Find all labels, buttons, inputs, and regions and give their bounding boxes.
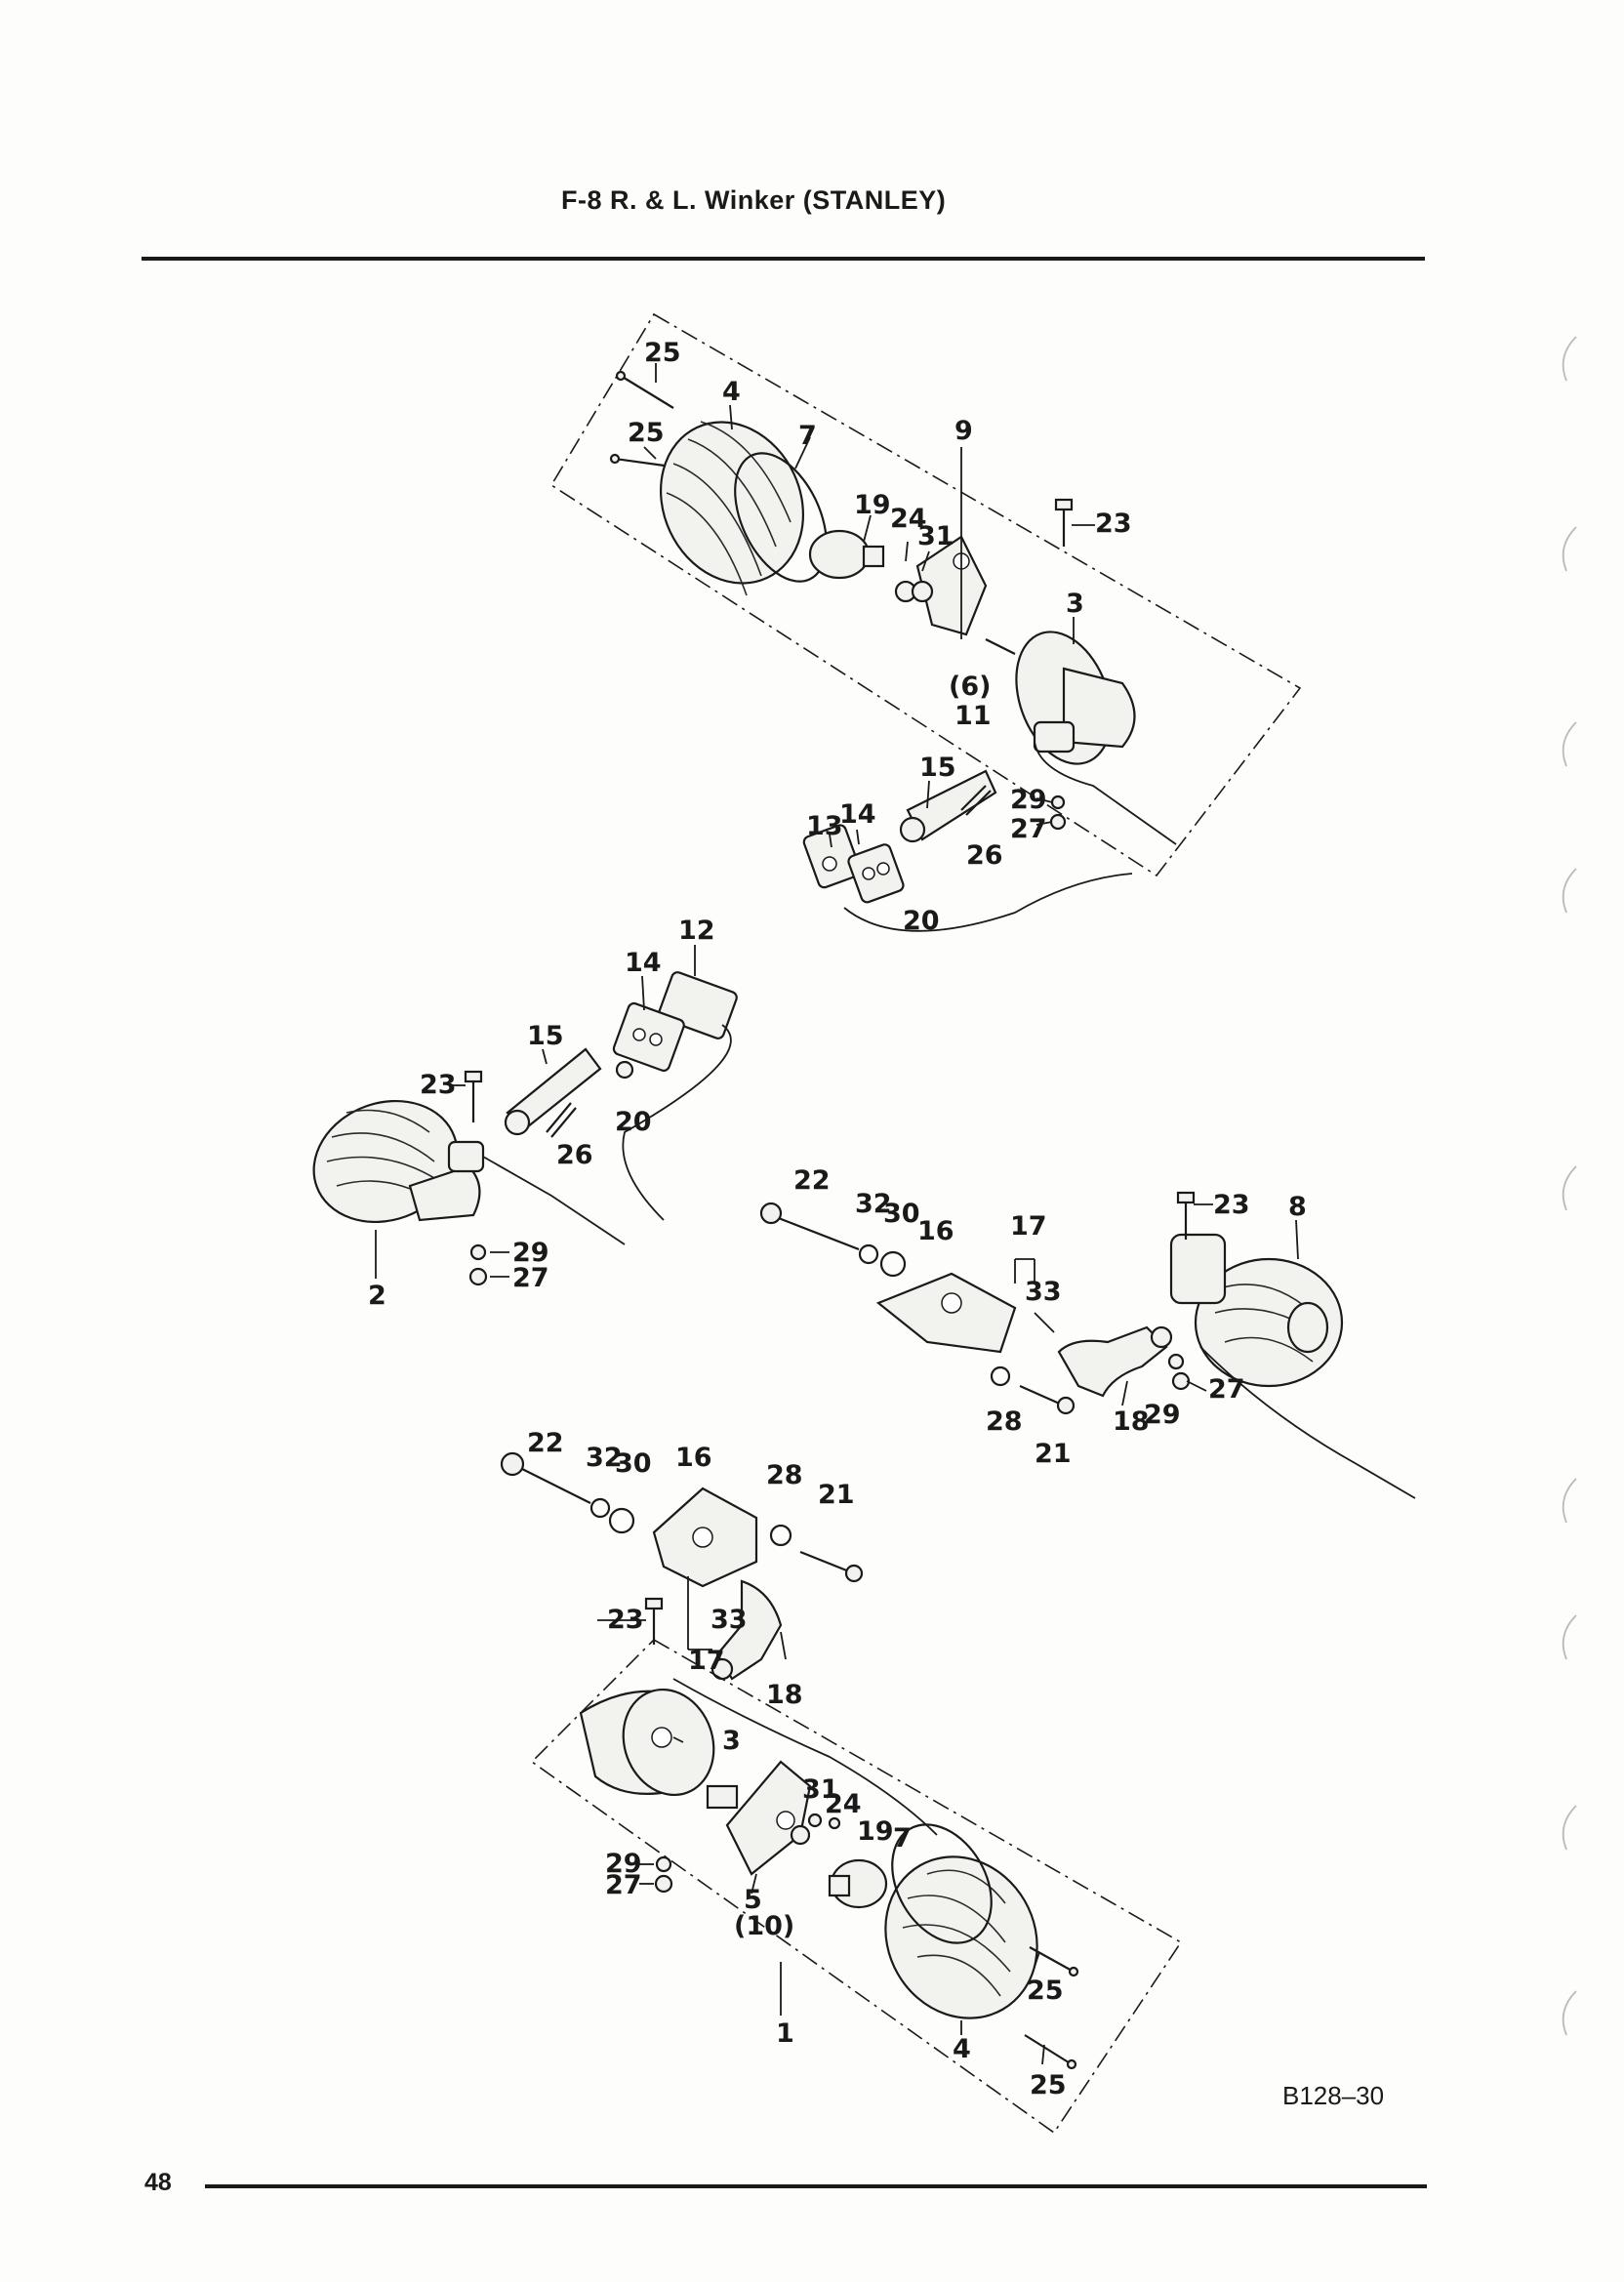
callout-label: 29 <box>605 1849 642 1879</box>
callout-label: 23 <box>1213 1190 1250 1220</box>
callout-label: 14 <box>839 799 876 830</box>
callout-label: 25 <box>1027 1976 1064 2006</box>
callout-label: 18 <box>1113 1406 1150 1437</box>
callout-label: 12 <box>678 916 715 946</box>
top-winker-assembly: 25 4 25 7 9 19 24 31 23 3 (6) 11 <box>549 312 1302 877</box>
callout-label: 7 <box>798 421 817 451</box>
callout-label: 28 <box>766 1460 803 1490</box>
bottom-winker-assembly: 3 31 24 19 7 29 27 5 (10) 25 1 4 25 <box>530 1639 1183 2135</box>
callout-label: 14 <box>625 948 662 978</box>
callout-label: 33 <box>1025 1277 1062 1307</box>
callout-label: 21 <box>818 1480 855 1510</box>
callout-label: 29 <box>1010 785 1047 815</box>
callout-label: 23 <box>607 1605 644 1635</box>
binder-holes <box>1562 336 1577 2036</box>
center-mount-assembly: 22 32 30 16 28 21 23 33 17 18 <box>500 1428 864 1710</box>
callout-label: 17 <box>688 1646 725 1676</box>
callout-label: 24 <box>890 504 927 534</box>
callout-label: 4 <box>722 377 741 407</box>
top-mount-bracket: 15 13 14 29 27 26 20 <box>802 753 1133 936</box>
page-number: 48 <box>144 2169 172 2196</box>
drawing-code: B128–30 <box>1282 2081 1385 2110</box>
callout-label: 25 <box>1030 2070 1067 2100</box>
callout-label: 19 <box>854 490 891 520</box>
callout-label: 11 <box>954 701 992 731</box>
callout-label: 9 <box>954 416 973 446</box>
callout-label: 8 <box>1288 1192 1307 1222</box>
callout-label: 29 <box>1144 1400 1181 1430</box>
callout-label: 31 <box>802 1774 839 1805</box>
callout-label: 26 <box>966 840 1003 871</box>
callout-label: 17 <box>1010 1211 1047 1242</box>
callout-label: 30 <box>615 1448 652 1479</box>
callout-label: 4 <box>953 2034 971 2064</box>
callout-label: 22 <box>793 1165 831 1196</box>
callout-label: 27 <box>1208 1374 1245 1405</box>
callout-label: 33 <box>710 1605 748 1635</box>
left-winker-assembly: 12 14 15 23 20 26 2 29 27 <box>312 916 738 1311</box>
header-rule <box>142 257 1425 261</box>
callout-label: 27 <box>605 1870 642 1900</box>
page-title: F-8 R. & L. Winker (STANLEY) <box>561 185 947 215</box>
callout-label: 3 <box>1066 589 1084 619</box>
callout-label: 16 <box>675 1443 712 1473</box>
footer-rule <box>205 2184 1427 2188</box>
callout-label: 21 <box>1035 1439 1072 1469</box>
callout-label: 3 <box>722 1726 741 1756</box>
callout-label: 29 <box>512 1238 549 1268</box>
callout-label: 28 <box>986 1406 1023 1437</box>
callout-label: 32 <box>586 1443 623 1473</box>
callout-label: 16 <box>917 1216 954 1246</box>
callout-label: (6) <box>949 672 991 702</box>
callout-label: 7 <box>893 1823 912 1854</box>
callout-label: 25 <box>644 338 681 368</box>
callout-label: 27 <box>1010 814 1047 844</box>
callout-label: 31 <box>917 521 954 551</box>
callout-label: 19 <box>857 1816 894 1847</box>
callout-label: 25 <box>628 418 665 448</box>
right-winker-assembly: 22 32 30 16 17 23 8 33 28 21 18 29 27 <box>759 1165 1416 1499</box>
callout-label: 20 <box>903 906 940 936</box>
callout-label: 20 <box>615 1107 652 1137</box>
callout-label: 5 <box>744 1885 762 1915</box>
callout-label: 2 <box>368 1281 386 1311</box>
callout-label: 22 <box>527 1428 564 1458</box>
callout-label: 32 <box>855 1189 892 1219</box>
callout-label: 15 <box>527 1021 564 1051</box>
callout-label: 24 <box>825 1789 862 1819</box>
callout-label: 13 <box>806 811 843 841</box>
callout-label: 15 <box>919 753 956 783</box>
callout-label: (10) <box>734 1911 794 1941</box>
callout-label: 26 <box>556 1140 593 1170</box>
callout-label: 23 <box>420 1070 457 1100</box>
callout-label: 18 <box>766 1680 803 1710</box>
callout-label: 1 <box>776 2018 794 2049</box>
callout-label: 27 <box>512 1263 549 1293</box>
callout-label: 30 <box>883 1199 920 1229</box>
callout-label: 23 <box>1095 509 1132 539</box>
